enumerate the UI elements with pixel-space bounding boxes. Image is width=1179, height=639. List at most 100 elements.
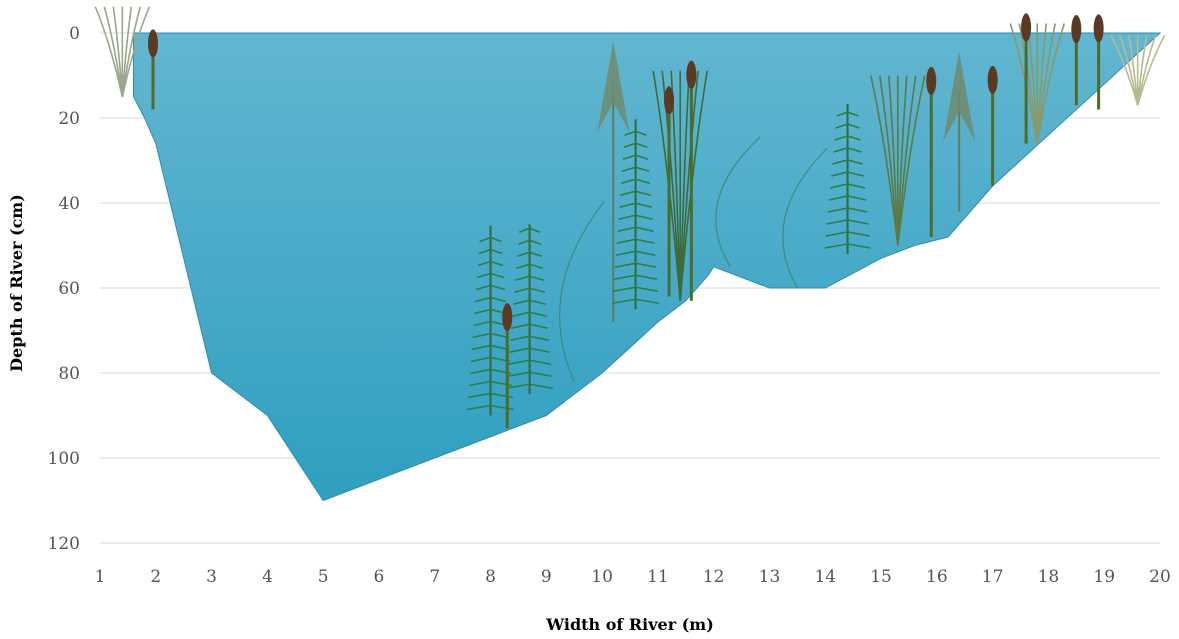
hornwort-whorl (828, 195, 867, 201)
cattail-head (987, 66, 998, 94)
cattail-head (686, 60, 697, 89)
x-tick-label: 8 (485, 567, 496, 587)
hornwort-whorl (476, 272, 505, 279)
reed-blade (1036, 23, 1048, 144)
x-tick-label: 18 (1038, 567, 1060, 587)
reed-blade (679, 70, 700, 301)
cattail-head (1021, 13, 1032, 42)
milfoil-9-5m (559, 201, 605, 382)
hornwort-whorl (826, 219, 869, 225)
cattail-head (926, 67, 937, 95)
hornwort-whorl (614, 262, 657, 269)
y-tick-label: 80 (58, 364, 80, 384)
reed-blade (896, 75, 917, 246)
hornwort-whorl (479, 236, 502, 243)
x-tick-label: 17 (982, 567, 1004, 587)
hornwort-whorl (513, 299, 547, 306)
hornwort-whorl (620, 190, 652, 197)
x-tick-label: 2 (150, 567, 161, 587)
hornwort-whorl (507, 371, 552, 378)
reed-blade (896, 75, 908, 246)
hornwort-whorl (622, 154, 649, 161)
reed-blade (679, 70, 691, 301)
hornwort-whorl (824, 243, 871, 249)
reed-blade (1036, 23, 1066, 144)
cattail-18-9m (1093, 14, 1104, 110)
x-axis-title: Width of River (m) (545, 615, 714, 634)
hornwort-whorl (827, 207, 868, 213)
arrowhead-leaf (943, 51, 976, 142)
reed-blade (1136, 34, 1166, 106)
hornwort-whorl (470, 356, 511, 363)
hornwort-whorl (833, 147, 862, 153)
x-tick-label: 10 (591, 567, 613, 587)
hornwort-whorl (624, 130, 647, 137)
x-tick-label: 15 (870, 567, 892, 587)
cattail-head (502, 303, 513, 332)
x-tick-label: 16 (926, 567, 948, 587)
reed-blade (870, 75, 899, 246)
hornwort-whorl (472, 332, 509, 339)
hornwort-whorl (829, 183, 866, 189)
hornwort-whorl (518, 227, 541, 233)
hornwort-whorl (831, 171, 865, 177)
hornwort-whorl (512, 311, 548, 318)
hornwort-whorl (517, 251, 543, 258)
x-tick-label: 13 (759, 567, 781, 587)
cattail-head (148, 29, 158, 58)
reed-blade (878, 75, 899, 246)
hornwort-whorl (477, 260, 504, 267)
hornwort-whorl (468, 380, 513, 387)
y-tick-label: 20 (58, 109, 80, 129)
x-tick-label: 1 (95, 567, 106, 587)
milfoil-13-5m (782, 147, 828, 289)
milfoil-stem (782, 147, 828, 289)
reed-blade (652, 70, 682, 301)
hornwort-whorl (616, 238, 655, 245)
hornwort-whorl (612, 298, 659, 305)
hornwort-whorl (836, 111, 859, 117)
milfoil-stem (559, 201, 605, 382)
reeds-15-3m (870, 75, 926, 246)
y-tick-label: 40 (58, 194, 80, 214)
y-tick-label: 100 (48, 449, 80, 469)
x-tick-label: 20 (1149, 567, 1171, 587)
spike-17m (987, 66, 998, 186)
milfoil-stem (715, 136, 761, 268)
y-tick-label: 120 (48, 534, 80, 554)
cattail-11-2m (664, 86, 675, 297)
hornwort-whorl (825, 231, 870, 237)
hornwort-whorl (835, 123, 860, 129)
hornwort-whorl (475, 296, 507, 303)
hornwort-whorl (469, 368, 512, 375)
hornwort-whorl (621, 166, 650, 173)
y-tick-label: 60 (58, 279, 80, 299)
hornwort-whorl (473, 320, 508, 327)
x-tick-label: 19 (1093, 567, 1115, 587)
hornwort-whorl (509, 347, 550, 354)
x-tick-label: 3 (206, 567, 217, 587)
cattail-11-6m (686, 60, 697, 301)
y-tick-label: 0 (69, 24, 80, 44)
arrowhead-leaf (597, 42, 630, 132)
hornwort-8m (467, 225, 514, 416)
x-tick-label: 14 (814, 567, 836, 587)
reeds-17-8m (1009, 23, 1066, 144)
hornwort-whorl (832, 159, 864, 165)
spike-8-3m (502, 303, 513, 429)
x-tick-label: 9 (541, 567, 552, 587)
hornwort-whorl (618, 214, 653, 221)
x-tick-label: 12 (703, 567, 725, 587)
spike-15-9m (926, 67, 937, 237)
hornwort-whorl (471, 344, 510, 351)
reed-blade (1009, 23, 1039, 144)
hornwort-whorl (514, 287, 546, 294)
hornwort-whorl (516, 263, 544, 270)
hornwort-8-7m (506, 224, 553, 395)
hornwort-whorl (508, 359, 551, 366)
reed-blade (679, 70, 709, 301)
hornwort-14-4m (824, 104, 871, 254)
river-water-area (132, 32, 1162, 502)
aquatic-plants-illustration (94, 6, 1166, 429)
